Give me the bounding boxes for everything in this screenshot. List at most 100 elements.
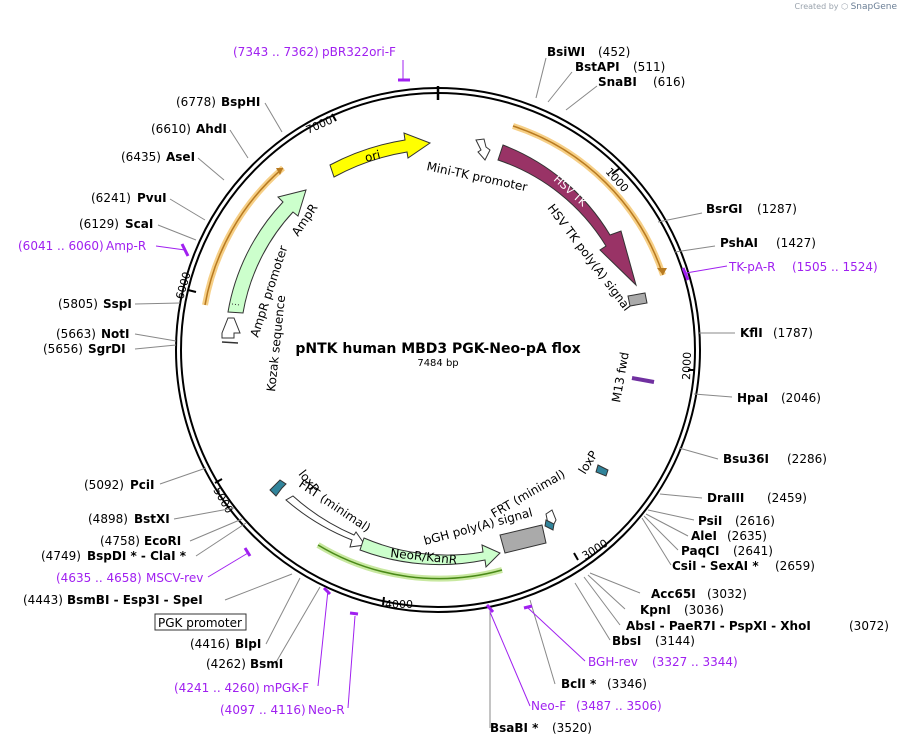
enzyme-draiii[interactable]: DraIII(2459)	[707, 491, 807, 505]
primer-pbr322ori-f[interactable]: (7343 .. 7362)pBR322ori-F	[233, 45, 396, 59]
enzyme-bbsi[interactable]: BbsI(3144)	[612, 634, 695, 648]
feature-pgk-promoter[interactable]: PGK promoter	[154, 613, 247, 631]
feature-neor[interactable]: NeoR/KanR	[359, 537, 501, 569]
feature-label-pgk-promoter: PGK promoter	[158, 616, 242, 630]
svg-text:(3032): (3032)	[707, 587, 747, 601]
enzyme-bstapi[interactable]: BstAPI(511)	[575, 60, 665, 74]
enzyme-blpi[interactable]: (4416) BlpI	[190, 637, 261, 651]
feature-label-ori: ori	[363, 148, 382, 165]
hsvtk-highlight-line	[512, 125, 664, 276]
svg-text:(3072): (3072)	[849, 619, 889, 633]
enzyme-sgrdi[interactable]: (5656) SgrDI	[43, 342, 126, 356]
primer-mscv-rev[interactable]: (4635 .. 4658) MSCV-rev	[56, 571, 203, 585]
svg-text:pBR322ori-F: pBR322ori-F	[322, 45, 396, 59]
enzyme-psii[interactable]: PsiI(2616)	[698, 514, 775, 528]
primer-neo-f[interactable]: Neo-F(3487 .. 3506)	[531, 699, 662, 713]
svg-text:BsmBI - Esp3I - SpeI: BsmBI - Esp3I - SpeI	[67, 593, 203, 607]
plasmid-length: 7484 bp	[417, 358, 458, 369]
enzyme-hpai[interactable]: HpaI(2046)	[737, 391, 821, 405]
svg-text:Neo-R: Neo-R	[308, 703, 345, 717]
svg-text:(4416): (4416)	[190, 637, 230, 651]
svg-text:KpnI: KpnI	[640, 603, 671, 617]
svg-text:(2635): (2635)	[727, 529, 767, 543]
svg-text:EcoRI: EcoRI	[144, 534, 181, 548]
svg-text:Acc65I: Acc65I	[651, 587, 696, 601]
svg-text:Bsu36I: Bsu36I	[723, 452, 769, 466]
primer-neo-r[interactable]: (4097 .. 4116)Neo-R	[220, 703, 345, 717]
enzyme-bsphi[interactable]: (6778) BspHI	[176, 95, 260, 109]
enzyme-acc65i[interactable]: Acc65I (3032)	[651, 587, 747, 601]
enzyme-kpni[interactable]: KpnI(3036)	[640, 603, 724, 617]
enzyme-kfli[interactable]: KflI(1787)	[740, 326, 813, 340]
enzyme-alei[interactable]: AleI(2635)	[691, 529, 767, 543]
primer-bgh-rev[interactable]: BGH-rev(3327 .. 3344)	[588, 655, 738, 669]
enzyme-asei[interactable]: (6435)AseI	[121, 150, 195, 164]
svg-text:BclI *: BclI *	[561, 677, 597, 691]
svg-text:(5656): (5656)	[43, 342, 83, 356]
svg-text:BstXI: BstXI	[134, 512, 170, 526]
tick-label: 4000	[385, 598, 413, 611]
enzyme-pshai[interactable]: PshAI(1427)	[720, 236, 816, 250]
enzyme-bsrgi[interactable]: BsrGI(1287)	[706, 202, 797, 216]
enzyme-pvui[interactable]: (6241)PvuI	[91, 191, 167, 205]
svg-text:(4635 .. 4658): (4635 .. 4658)	[56, 571, 142, 585]
svg-text:(5663): (5663)	[56, 327, 96, 341]
svg-text:(2641): (2641)	[733, 544, 773, 558]
feature-frt-1[interactable]: FRT (minimal)	[285, 477, 373, 548]
svg-text:PvuI: PvuI	[137, 191, 167, 205]
enzyme-bstxi[interactable]: (4898)BstXI	[88, 512, 170, 526]
enzyme-bspdi-clai[interactable]: (4749)BspDI * - ClaI *	[41, 549, 187, 563]
feature-label-neor: NeoR/KanR	[390, 546, 458, 567]
enzyme-ahdi[interactable]: (6610)AhdI	[151, 122, 227, 136]
enzyme-absi-xhoi[interactable]: AbsI - PaeR7I - PspXI - XhoI(3072)	[626, 619, 889, 633]
enzyme-csii-sexai[interactable]: CsiI - SexAI *(2659)	[672, 559, 815, 573]
primer-labels: (7343 .. 7362)pBR322ori-F TK-pA-R(1505 .…	[18, 45, 878, 717]
tick-label: 2000	[680, 352, 694, 380]
enzyme-bsmi[interactable]: (4262)BsmI	[206, 657, 283, 671]
svg-text:(6778): (6778)	[176, 95, 216, 109]
svg-text:BsmI: BsmI	[250, 657, 283, 671]
primer-amp-r[interactable]: (6041 .. 6060)Amp-R	[18, 239, 146, 253]
enzyme-paqci[interactable]: PaqCI (2641)	[681, 544, 773, 558]
feature-m13-fwd[interactable]: M13 fwd	[609, 351, 655, 404]
svg-text:(2286): (2286)	[787, 452, 827, 466]
enzyme-bsu36i[interactable]: Bsu36I (2286)	[723, 452, 827, 466]
svg-text:Neo-F: Neo-F	[531, 699, 566, 713]
svg-text:(616): (616)	[653, 75, 685, 89]
enzyme-snabi[interactable]: SnaBI(616)	[598, 75, 685, 89]
svg-text:BlpI: BlpI	[235, 637, 261, 651]
enzyme-pcii[interactable]: (5092)PciI	[84, 478, 155, 492]
primer-mpgk-f[interactable]: (4241 .. 4260)mPGK-F	[174, 681, 309, 695]
svg-text:HpaI: HpaI	[737, 391, 768, 405]
feature-mini-tk-promoter[interactable]: Mini-TK promoter	[425, 138, 529, 194]
svg-text:CsiI - SexAI *: CsiI - SexAI *	[672, 559, 759, 573]
svg-text:PsiI: PsiI	[698, 514, 722, 528]
svg-text:PaqCI: PaqCI	[681, 544, 719, 558]
svg-text:(6041 .. 6060): (6041 .. 6060)	[18, 239, 104, 253]
enzyme-bsabi[interactable]: BsaBI *(3520)	[490, 721, 592, 735]
ampr-highlight-line	[204, 167, 284, 306]
enzyme-bsiwi[interactable]: BsiWI(452)	[547, 45, 630, 59]
svg-text:(7343 .. 7362): (7343 .. 7362)	[233, 45, 319, 59]
svg-text:MSCV-rev: MSCV-rev	[146, 571, 203, 585]
svg-text:(4443): (4443)	[23, 593, 63, 607]
ampr-highlight-arrow	[276, 168, 283, 175]
enzyme-noti[interactable]: (5663)NotI	[56, 327, 130, 341]
enzyme-sspi[interactable]: (5805)SspI	[58, 297, 132, 311]
enzyme-bcli[interactable]: BclI *(3346)	[561, 677, 647, 691]
enzyme-scai[interactable]: (6129)ScaI	[79, 217, 153, 231]
svg-text:BsiWI: BsiWI	[547, 45, 585, 59]
svg-text:SgrDI: SgrDI	[88, 342, 126, 356]
feature-ori[interactable]: ori	[329, 132, 432, 178]
enzyme-ecori[interactable]: (4758)EcoRI	[100, 534, 181, 548]
svg-text:TK-pA-R: TK-pA-R	[728, 260, 776, 274]
enzyme-bsmbi-spei[interactable]: (4443) BsmBI - Esp3I - SpeI	[23, 593, 203, 607]
tick-label: 7000	[304, 113, 335, 136]
enzyme-leaders	[134, 57, 735, 728]
svg-text:BspHI: BspHI	[221, 95, 260, 109]
primer-tk-pa-r[interactable]: TK-pA-R(1505 .. 1524)	[728, 260, 878, 274]
svg-text:PciI: PciI	[130, 478, 155, 492]
watermark-prefix: Created by	[794, 2, 839, 11]
svg-text:BsaBI *: BsaBI *	[490, 721, 539, 735]
feature-hsv-tk-polya[interactable]	[627, 292, 648, 307]
